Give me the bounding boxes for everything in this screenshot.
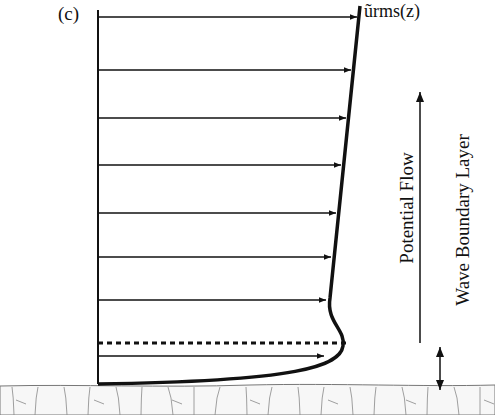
- rock-crack: [406, 400, 416, 404]
- rock-crack: [64, 387, 67, 415]
- rock-crack: [427, 387, 428, 415]
- rock-crack: [484, 400, 494, 404]
- rock-crack: [172, 400, 182, 404]
- rock-crack: [116, 387, 120, 415]
- rock-crack: [402, 387, 406, 415]
- rock-crack: [94, 400, 104, 404]
- profile-label: ũrms(z): [364, 2, 420, 20]
- axis-line: [97, 10, 99, 384]
- region-label: Wave Boundary Layer: [453, 134, 472, 306]
- rock-crack: [215, 387, 220, 415]
- rock-crack: [321, 387, 324, 415]
- rock-crack: [141, 387, 142, 415]
- rock-crack: [374, 387, 376, 415]
- rock-crack: [454, 387, 459, 415]
- rock-crack: [480, 387, 481, 415]
- rock-crack: [12, 387, 14, 415]
- seabed: [0, 384, 495, 415]
- rock-crack: [250, 400, 260, 404]
- rock-crack: [246, 387, 247, 415]
- rock-crack: [298, 387, 300, 415]
- region-label: Potential Flow: [397, 152, 416, 263]
- rock-crack: [328, 400, 338, 404]
- potential-flow-arrow: [419, 92, 421, 343]
- velocity-arrows: [98, 17, 357, 356]
- rock-crack: [35, 387, 38, 415]
- rock-crack: [194, 387, 195, 415]
- rock-crack: [268, 387, 272, 415]
- rock-crack: [88, 387, 90, 415]
- boundary-layer-edge: [98, 342, 350, 345]
- rock-crack: [350, 387, 353, 415]
- rock-crack: [16, 400, 26, 404]
- rms-velocity-profile: [98, 6, 360, 384]
- boundary-layer-arrow: [439, 347, 441, 390]
- rock-crack: [168, 387, 173, 415]
- panel-letter: (c): [58, 4, 79, 23]
